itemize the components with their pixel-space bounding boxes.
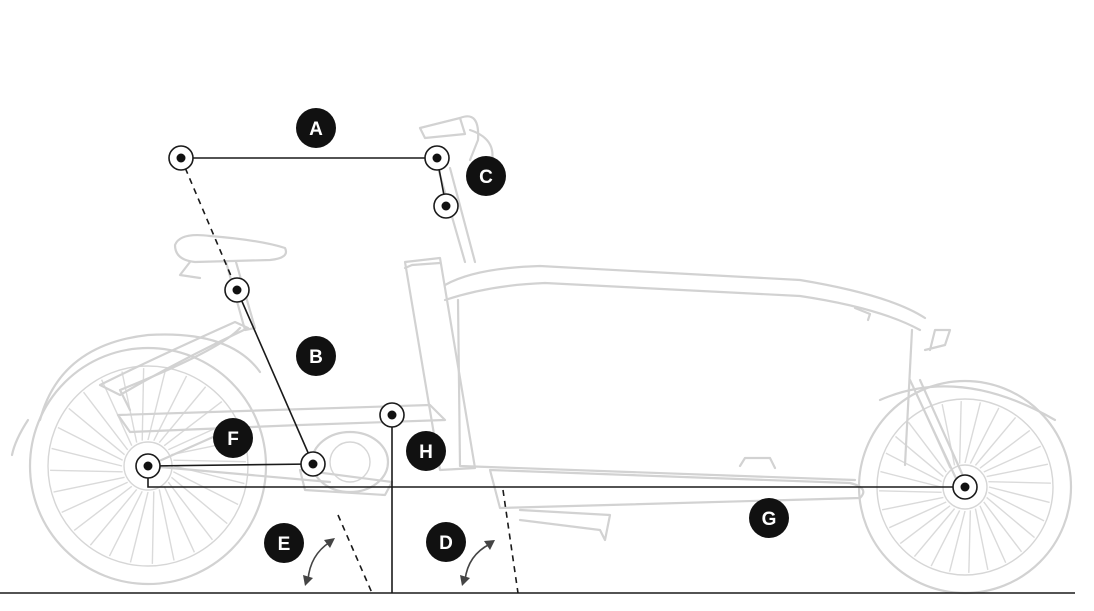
wheel-spoke [151,491,155,564]
badge-e-label: E [278,534,291,555]
wheel-spoke [57,426,123,461]
wheel-spoke [885,452,942,483]
wheel-spoke [89,488,138,546]
wheel-spoke [879,490,942,494]
node-stem [433,193,459,219]
wheel-spoke [988,491,1045,522]
wheel-spoke [899,505,951,545]
node-front-axle [952,474,978,500]
measure-b-line [236,289,314,465]
node-standover [379,402,405,428]
badge-b: B [296,336,336,376]
wheel-spoke [964,402,982,464]
angle-d-arrow [460,540,495,586]
wheel-spoke [100,379,133,446]
wheel-spoke [880,470,942,488]
wheel-spoke [129,491,149,563]
wheel-spoke [983,445,1042,473]
wheel-spoke [53,476,125,493]
head-angle-line [502,489,519,594]
badge-g-label: G [762,509,777,530]
wheel-spoke [163,401,223,447]
badge-f: F [213,418,253,458]
wheel-spoke [50,469,123,473]
wheel-spoke [907,421,947,473]
wheel-spoke [173,471,239,506]
badge-c-label: C [479,167,493,188]
wheel-spoke [158,489,175,561]
wheel-spoke [881,496,944,511]
wheel-spoke [969,407,1000,464]
measure-f-line [147,463,314,467]
cargo-box [443,264,927,510]
wheel-spoke [170,476,228,525]
wheel-spoke [51,447,123,467]
measurements [0,157,1075,594]
wheel-spoke [83,391,129,451]
wheel-spoke [913,508,956,558]
wheel-spoke [163,486,196,553]
frame-beam [116,403,447,434]
wheel-spoke [988,486,1050,504]
seat-angle-line [337,514,373,594]
saddle [173,233,288,264]
wheel-spoke [930,510,961,567]
wheel-spoke [983,501,1023,553]
wheel-spoke [974,416,1017,466]
front-fork [908,378,962,489]
badge-b-label: B [309,347,323,368]
wheel-spoke [979,505,1007,564]
wheel-spoke [958,401,962,464]
wheel-spoke [147,369,167,441]
wheel-spoke [968,510,972,573]
wheel-spoke [894,435,944,478]
badge-a-label: A [309,119,323,140]
badge-d-label: D [439,533,453,554]
motor-crank [298,430,612,542]
wheel-spoke [141,368,145,441]
wheel-spoke [986,496,1036,539]
angle-e-arrow [303,538,335,586]
wheel-spoke [108,491,143,557]
measurement-nodes [135,145,978,500]
wheel-spoke [986,463,1049,478]
badge-h: H [406,431,446,471]
wheel-spoke [68,407,126,456]
badge-f-label: F [227,429,239,450]
node-rear-axle [135,453,161,479]
wheel-spoke [167,481,213,541]
node-bottom-bracket [300,451,326,477]
wheel-spoke [974,508,989,571]
bike-illustration [10,115,1073,595]
wheel-spoke [888,501,947,529]
wheel-spoke [988,480,1051,484]
badge-a: A [296,108,336,148]
head-tube [403,256,477,472]
seat-tube-extension [180,157,238,291]
node-seat-clamp [224,277,250,303]
badge-d: D [426,522,466,562]
front-wheel [857,328,1073,595]
wheel-spoke [173,459,246,463]
badge-h-label: H [419,442,433,463]
badge-g: G [749,498,789,538]
badge-c: C [466,156,506,196]
rear-wheel [10,333,268,586]
wheel-spoke [158,386,207,444]
wheel-spoke [73,485,133,531]
badge-e: E [264,523,304,563]
wheel-spoke [979,429,1031,469]
node-handlebar [424,145,450,171]
wheel-spoke [948,510,966,572]
wheel-spoke [61,481,128,514]
node-saddle-reference [168,145,194,171]
